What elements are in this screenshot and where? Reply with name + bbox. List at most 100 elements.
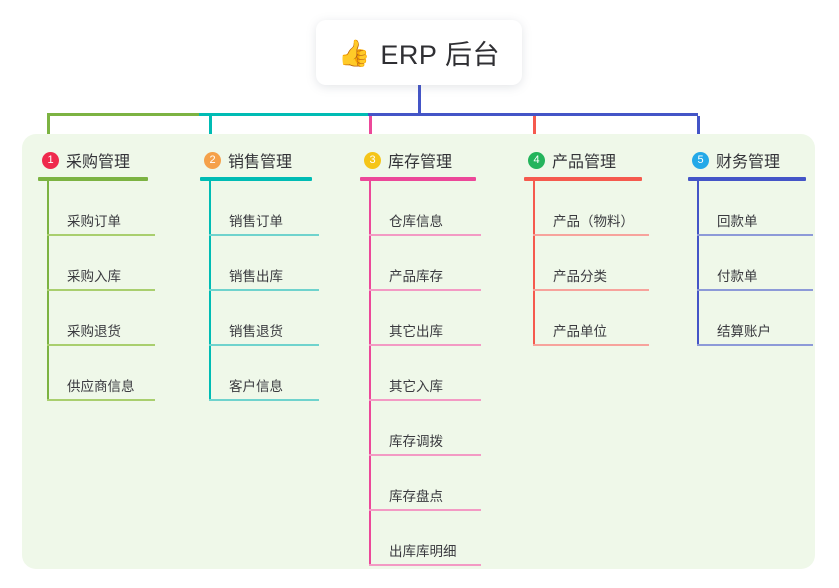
branch-title: 库存管理 [388,154,453,171]
branch-header-rule [200,177,312,181]
branch-leaf-list: 销售订单销售出库销售退货客户信息 [200,181,319,401]
leaf-rule [369,234,481,236]
root-node-title: ERP 后台 [380,40,500,70]
branch-header-rule [360,177,476,181]
leaf-node[interactable]: 产品库存 [360,236,481,291]
leaf-rule [533,344,649,346]
leaf-label: 销售出库 [229,269,283,284]
branch-header-3[interactable]: 3 库存管理 [360,148,481,172]
leaf-node[interactable]: 销售退货 [200,291,319,346]
branch-leaf-list: 仓库信息产品库存其它出库其它入库库存调拨库存盘点出库库明细 [360,181,481,566]
leaf-node[interactable]: 库存盘点 [360,456,481,511]
branch-number-badge: 5 [692,151,709,169]
leaf-node[interactable]: 库存调拨 [360,401,481,456]
leaf-label: 产品分类 [553,269,607,284]
leaf-label: 采购退货 [67,324,121,339]
leaf-rule [369,344,481,346]
branch-title: 财务管理 [716,154,781,171]
leaf-node[interactable]: 供应商信息 [38,346,155,401]
leaf-rule [209,344,319,346]
root-node-card[interactable]: 👍 ERP 后台 [316,20,522,85]
branch-number-badge: 3 [364,151,381,169]
leaf-node[interactable]: 采购入库 [38,236,155,291]
branch-spine [533,181,535,346]
leaf-node[interactable]: 其它出库 [360,291,481,346]
leaf-node[interactable]: 出库库明细 [360,511,481,566]
leaf-rule [533,234,649,236]
branch-header-rule [38,177,148,181]
leaf-rule [47,344,155,346]
branch-header-5[interactable]: 5 财务管理 [688,148,813,172]
branch-title: 销售管理 [228,154,293,171]
branch-title: 采购管理 [66,154,131,171]
branch-spine [47,181,49,401]
leaf-node[interactable]: 采购订单 [38,181,155,236]
branch-number-badge: 1 [42,151,59,169]
leaf-node[interactable]: 客户信息 [200,346,319,401]
leaf-rule [369,399,481,401]
branch-spine [209,181,211,401]
leaf-label: 销售退货 [229,324,283,339]
leaf-node[interactable]: 销售订单 [200,181,319,236]
leaf-rule [47,289,155,291]
branch-column-3: 3 库存管理仓库信息产品库存其它出库其它入库库存调拨库存盘点出库库明细 [360,148,481,566]
leaf-label: 库存盘点 [389,489,443,504]
leaf-label: 采购订单 [67,214,121,229]
leaf-label: 销售订单 [229,214,283,229]
leaf-rule [369,454,481,456]
leaf-label: 产品单位 [553,324,607,339]
leaf-label: 回款单 [717,214,758,229]
bus-segment-1 [47,113,199,116]
leaf-node[interactable]: 采购退货 [38,291,155,346]
branch-leaf-list: 回款单付款单结算账户 [688,181,813,346]
leaf-rule [209,234,319,236]
leaf-node[interactable]: 销售出库 [200,236,319,291]
thumbs-up-icon: 👍 [338,37,371,68]
leaf-label: 其它入库 [389,379,443,394]
leaf-rule [47,234,155,236]
leaf-rule [697,289,813,291]
leaf-label: 付款单 [717,269,758,284]
leaf-node[interactable]: 付款单 [688,236,813,291]
leaf-node[interactable]: 产品分类 [524,236,649,291]
branch-header-rule [688,177,806,181]
leaf-node[interactable]: 产品（物料） [524,181,649,236]
branch-header-1[interactable]: 1 采购管理 [38,148,155,172]
leaf-label: 产品（物料） [553,214,634,229]
leaf-rule [533,289,649,291]
branch-leaf-list: 采购订单采购入库采购退货供应商信息 [38,181,155,401]
bus-segment-2 [199,113,368,116]
leaf-rule [209,289,319,291]
leaf-node[interactable]: 产品单位 [524,291,649,346]
branch-spine [369,181,371,566]
leaf-label: 仓库信息 [389,214,443,229]
leaf-node[interactable]: 结算账户 [688,291,813,346]
leaf-label: 客户信息 [229,379,283,394]
leaf-rule [369,509,481,511]
leaf-rule [369,289,481,291]
branch-column-5: 5 财务管理回款单付款单结算账户 [688,148,813,346]
leaf-label: 采购入库 [67,269,121,284]
leaf-label: 产品库存 [389,269,443,284]
leaf-label: 库存调拨 [389,434,443,449]
leaf-rule [209,399,319,401]
branch-column-2: 2 销售管理销售订单销售出库销售退货客户信息 [200,148,319,401]
branch-leaf-list: 产品（物料） 产品分类产品单位 [524,181,649,346]
mindmap-panel [22,134,815,569]
leaf-rule [697,234,813,236]
branch-header-2[interactable]: 2 销售管理 [200,148,319,172]
leaf-label: 其它出库 [389,324,443,339]
root-stem-connector [418,85,421,113]
leaf-rule [47,399,155,401]
leaf-rule [697,344,813,346]
leaf-node[interactable]: 回款单 [688,181,813,236]
leaf-label: 供应商信息 [67,379,135,394]
leaf-node[interactable]: 其它入库 [360,346,481,401]
leaf-node[interactable]: 仓库信息 [360,181,481,236]
branch-header-rule [524,177,642,181]
branch-title: 产品管理 [552,154,617,171]
branch-number-badge: 2 [204,151,221,169]
